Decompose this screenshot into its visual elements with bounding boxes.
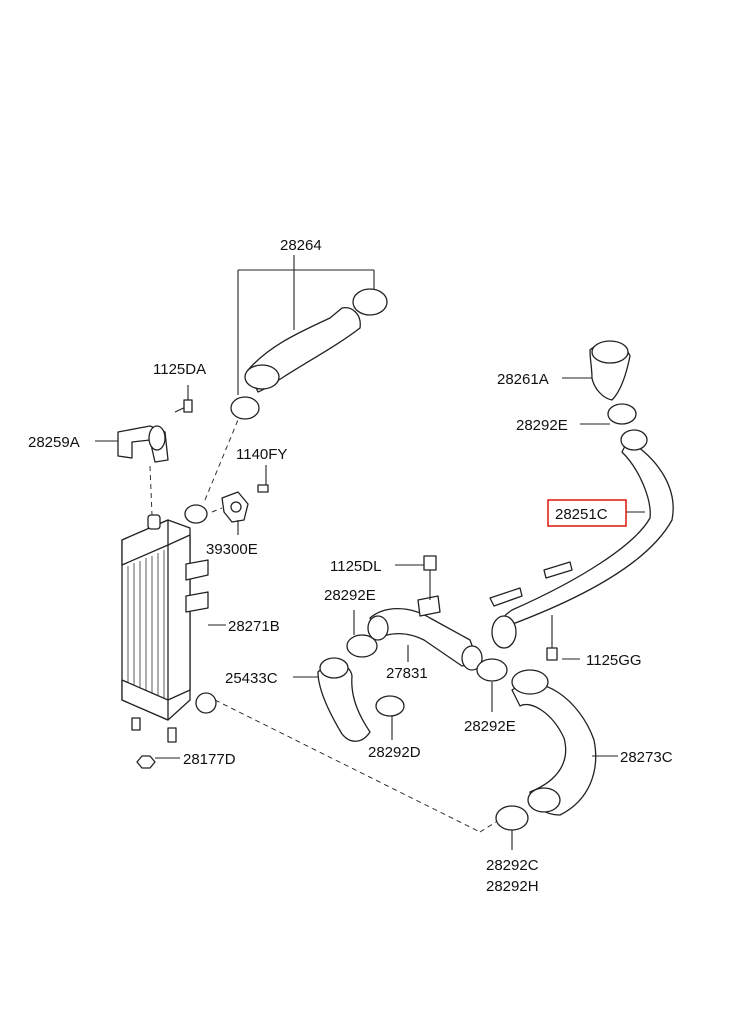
label-1125da[interactable]: 1125DA (153, 361, 206, 378)
pipe-27831[interactable] (367, 555, 483, 671)
label-28292c[interactable]: 28292C (486, 857, 539, 874)
clamp-28292d[interactable] (375, 695, 405, 717)
nut-28177d[interactable] (136, 755, 156, 769)
label-39300e[interactable]: 39300E (206, 541, 258, 558)
label-28271b[interactable]: 28271B (228, 618, 280, 635)
label-25433c[interactable]: 25433C (225, 670, 278, 687)
clamp-upper[interactable] (607, 403, 637, 425)
bolt-1125da[interactable] (174, 399, 193, 413)
hose-28273c[interactable] (511, 669, 597, 816)
label-27831[interactable]: 27831 (386, 665, 428, 682)
leader-lines (95, 255, 645, 850)
highlight-box (547, 499, 627, 527)
label-28292d[interactable]: 28292D (368, 744, 421, 761)
label-28177d[interactable]: 28177D (183, 751, 236, 768)
label-1125gg[interactable]: 1125GG (586, 652, 642, 669)
label-28273c[interactable]: 28273C (620, 749, 673, 766)
label-1140fy[interactable]: 1140FY (236, 446, 287, 463)
clamp-mid-right[interactable] (476, 658, 508, 682)
label-28292h[interactable]: 28292H (486, 878, 539, 895)
label-28264[interactable]: 28264 (280, 237, 322, 254)
elbow-28261a[interactable] (589, 340, 631, 401)
label-28259a[interactable]: 28259A (28, 434, 80, 451)
sensor[interactable] (221, 484, 269, 523)
label-28292e-mid[interactable]: 28292E (324, 587, 376, 604)
hose-25433c[interactable] (317, 657, 371, 742)
label-28261a[interactable]: 28261A (497, 371, 549, 388)
label-28292e-lower[interactable]: 28292E (464, 718, 516, 735)
label-1125dl[interactable]: 1125DL (330, 558, 381, 575)
pipe-28251c[interactable] (489, 429, 674, 661)
hose-28264[interactable] (230, 288, 388, 420)
clamp-28292c[interactable] (495, 805, 529, 831)
clamp-mid-left[interactable] (346, 634, 378, 658)
label-28292e-upper[interactable]: 28292E (516, 417, 568, 434)
dashed-lines (149, 419, 497, 833)
intercooler[interactable] (121, 504, 217, 743)
label-28251c[interactable]: 28251C (555, 506, 608, 523)
